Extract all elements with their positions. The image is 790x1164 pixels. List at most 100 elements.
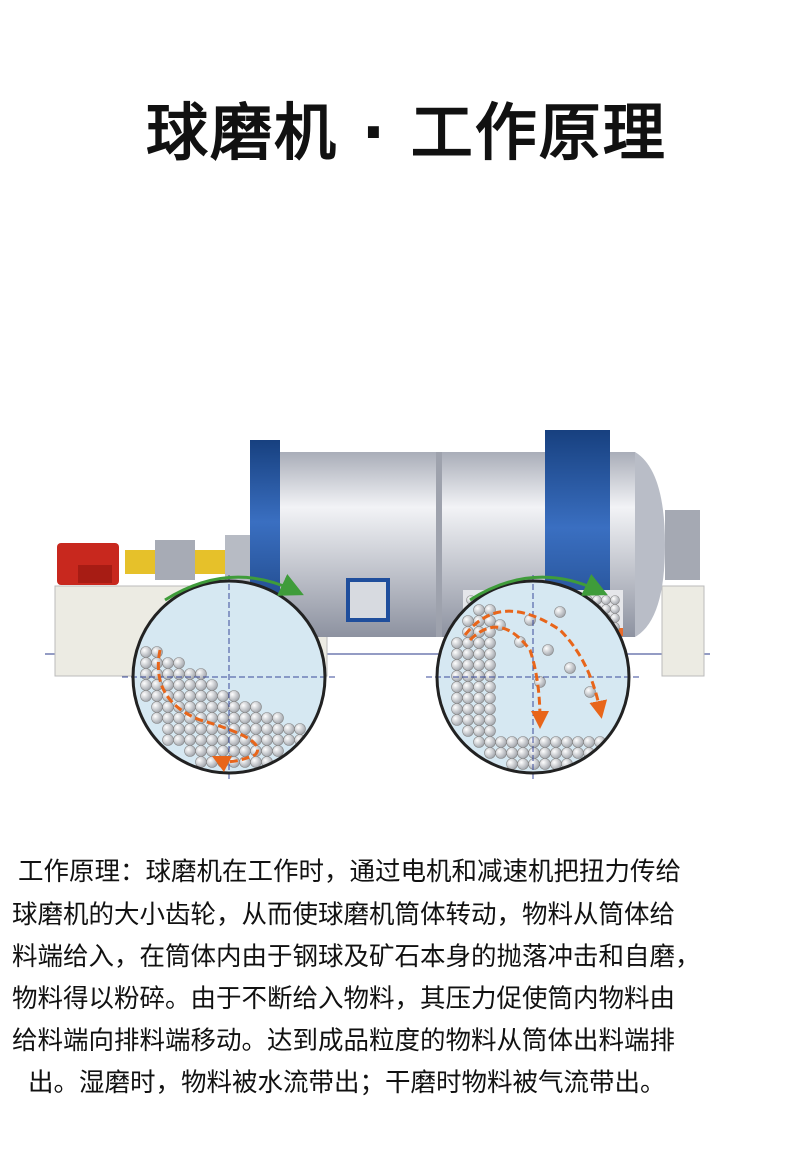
steel-ball [473, 604, 485, 616]
steel-ball [462, 703, 474, 715]
steel-ball [554, 606, 566, 618]
rotation-arrow-icon [164, 574, 304, 602]
steel-ball [250, 723, 262, 735]
steel-ball [462, 659, 474, 671]
bearing-base-right [661, 585, 705, 677]
steel-ball [462, 725, 474, 737]
steel-ball [484, 637, 496, 649]
steel-ball [217, 712, 229, 724]
steel-ball [561, 747, 573, 759]
steel-ball [473, 703, 485, 715]
steel-ball [228, 712, 240, 724]
flow-arrow-icon [156, 649, 260, 773]
steel-ball [206, 701, 218, 713]
steel-ball [261, 734, 273, 746]
steel-ball [484, 670, 496, 682]
rotation-arrow-icon [469, 574, 608, 602]
steel-ball [539, 736, 551, 748]
steel-ball [506, 747, 518, 759]
steel-ball [184, 734, 196, 746]
steel-ball [173, 734, 185, 746]
steel-ball [462, 681, 474, 693]
steel-ball [564, 662, 576, 674]
steel-ball [151, 690, 163, 702]
text-line: 料端给入，在筒体内由于钢球及矿石本身的抛落冲击和自磨， [12, 942, 701, 972]
steel-ball [294, 723, 306, 735]
steel-ball [206, 679, 218, 691]
steel-ball [583, 736, 595, 748]
steel-ball [506, 736, 518, 748]
steel-ball [206, 745, 218, 757]
steel-ball [162, 734, 174, 746]
steel-ball [495, 747, 507, 759]
steel-ball [451, 659, 463, 671]
cascading-drum [122, 574, 336, 780]
steel-ball [173, 668, 185, 680]
steel-ball [217, 690, 229, 702]
steel-ball [550, 736, 562, 748]
steel-ball [473, 692, 485, 704]
steel-ball [506, 758, 518, 770]
steel-ball [162, 723, 174, 735]
steel-ball [473, 725, 485, 737]
steel-ball [228, 745, 240, 757]
steel-ball [195, 668, 207, 680]
steel-ball [140, 657, 152, 669]
steel-ball [261, 712, 273, 724]
steel-ball [561, 736, 573, 748]
steel-ball [184, 723, 196, 735]
steel-ball [239, 723, 251, 735]
flow-arrow-icon [468, 625, 549, 729]
steel-ball [250, 701, 262, 713]
steel-ball [528, 747, 540, 759]
text-line: 给料端向排料端移动。达到成品粒度的物料从筒体出料端排 [12, 1026, 676, 1056]
steel-ball [539, 747, 551, 759]
steel-ball [528, 736, 540, 748]
steel-ball [173, 690, 185, 702]
steel-ball [195, 701, 207, 713]
manhole [346, 578, 390, 622]
steel-ball [495, 736, 507, 748]
steel-ball [184, 690, 196, 702]
steel-ball [584, 686, 596, 698]
text-line: 球磨机的大小齿轮，从而使球磨机筒体转动，物料从筒体给 [12, 900, 676, 930]
steel-ball [473, 648, 485, 660]
steel-ball [140, 668, 152, 680]
reducer [155, 540, 195, 580]
steel-ball [542, 644, 554, 656]
steel-ball [151, 712, 163, 724]
steel-ball [140, 679, 152, 691]
steel-ball [239, 701, 251, 713]
steel-ball [572, 747, 584, 759]
steel-ball [173, 712, 185, 724]
text-line: 物料得以粉碎。由于不断给入物料，其压力促使筒内物料由 [12, 984, 676, 1014]
steel-ball [517, 747, 529, 759]
steel-ball [162, 668, 174, 680]
steel-ball [140, 690, 152, 702]
steel-ball [228, 734, 240, 746]
steel-ball [484, 714, 496, 726]
steel-ball [451, 670, 463, 682]
steel-ball [283, 734, 295, 746]
steel-ball [572, 736, 584, 748]
steel-ball [261, 723, 273, 735]
steel-ball [239, 712, 251, 724]
steel-ball [451, 692, 463, 704]
steel-ball [539, 758, 551, 770]
steel-ball [462, 692, 474, 704]
steel-ball [484, 747, 496, 759]
steel-ball [173, 679, 185, 691]
coupling [125, 550, 155, 574]
steel-ball [195, 690, 207, 702]
steel-ball [217, 745, 229, 757]
steel-ball [473, 681, 485, 693]
steel-ball [250, 756, 262, 768]
steel-ball [451, 637, 463, 649]
steel-ball [473, 670, 485, 682]
steel-ball [451, 648, 463, 660]
steel-ball [261, 745, 273, 757]
steel-ball [272, 734, 284, 746]
steel-ball [195, 734, 207, 746]
steel-ball [228, 701, 240, 713]
steel-ball [217, 734, 229, 746]
